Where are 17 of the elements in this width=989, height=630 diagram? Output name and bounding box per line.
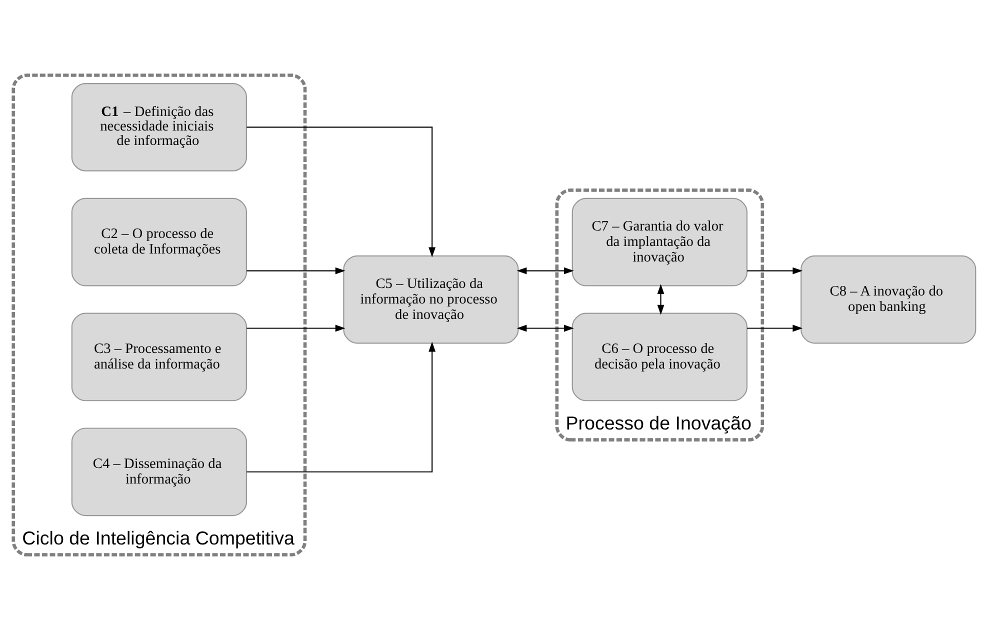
arrow xyxy=(246,324,346,332)
node-box: C8 – A inovação do open banking xyxy=(800,255,976,344)
node-box: C3 – Processamento e análise da informação xyxy=(71,312,248,402)
arrow xyxy=(516,267,574,274)
arrow xyxy=(747,267,803,274)
arrow xyxy=(657,284,664,315)
node-box: C6 – O processo de decisão pela inovação xyxy=(572,312,748,402)
arrow xyxy=(516,324,574,332)
node-box: C5 – Utilização da informação no processo de inovação xyxy=(343,255,519,344)
node-box: C2 – O processo de coleta de Informações xyxy=(71,198,248,286)
arrow xyxy=(747,324,803,332)
arrow xyxy=(246,126,436,258)
node-box: C4 – Disseminação da informação xyxy=(71,428,248,516)
arrow xyxy=(246,267,346,274)
arrow xyxy=(246,342,436,472)
node-box: C7 – Garantia do valor da implantação da inovação xyxy=(572,198,748,286)
node-box: C1 – Definição das necessidade iniciais de informação xyxy=(71,83,248,172)
